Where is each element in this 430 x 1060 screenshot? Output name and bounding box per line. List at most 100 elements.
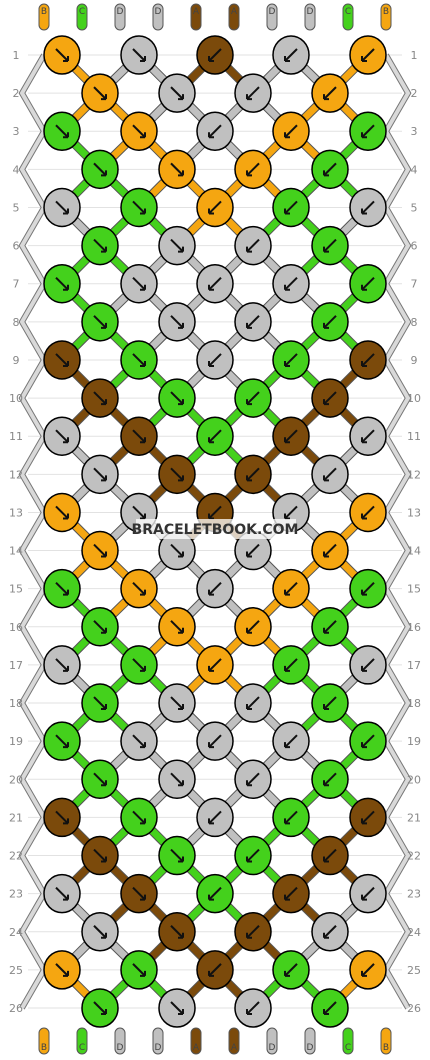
knot-arrow-icon: [323, 620, 337, 634]
knot-arrow-head: [178, 932, 184, 939]
knot-arrow-icon: [323, 543, 337, 558]
knot-arrow-icon: [132, 886, 146, 901]
knot-arrow-head: [178, 704, 184, 711]
knot-arrow-head: [284, 284, 290, 291]
knot-arrow-head: [208, 894, 214, 901]
knot-arrow-head: [246, 475, 252, 482]
knot-arrow-head: [101, 780, 107, 787]
knot-arrow-icon: [284, 886, 298, 901]
knot-arrow-head: [178, 246, 184, 253]
top-strand-end: [152, 3, 164, 31]
knot-arrow-icon: [93, 696, 107, 710]
knot-arrow-head: [140, 56, 146, 62]
knot-arrow-head: [284, 894, 290, 901]
bottom-strand-end: [380, 1027, 392, 1055]
top-strand-letter: D: [117, 7, 124, 17]
knot-arrow-icon: [132, 658, 146, 672]
knot-arrow-icon: [323, 391, 337, 405]
knot-arrow-icon: [284, 277, 298, 291]
knot-arrow-head: [178, 170, 184, 177]
row-number-right: 7: [411, 278, 418, 291]
knot-arrow-head: [140, 818, 146, 825]
knot-arrow-head: [361, 437, 367, 444]
knot-arrow-icon: [55, 810, 69, 825]
knot-arrow-head: [361, 818, 367, 825]
knot-arrow-head: [284, 56, 290, 62]
knot-arrow-head: [101, 246, 107, 253]
row-number-left: 20: [9, 773, 23, 786]
bottom-strand-end: [38, 1027, 50, 1055]
knot-arrow-head: [101, 170, 107, 177]
knot-arrow-icon: [93, 620, 107, 634]
knot-arrow-head: [208, 284, 214, 291]
knot-arrow-icon: [361, 581, 375, 596]
knot-arrow-icon: [170, 696, 184, 710]
knot-arrow-icon: [323, 86, 337, 100]
row-number-right: 2: [411, 87, 418, 100]
knot-arrow-head: [63, 742, 69, 749]
knot-arrow-head: [246, 627, 252, 634]
knot-arrow-icon: [361, 505, 375, 520]
top-strand-end: [190, 3, 202, 31]
row-number-right: 15: [407, 583, 421, 596]
knot-arrow-head: [101, 704, 107, 711]
knot-arrow-icon: [284, 429, 298, 443]
row-number-right: 1: [411, 49, 418, 62]
row-number-right: 19: [407, 735, 421, 748]
knot-arrow-icon: [246, 238, 260, 253]
knot-arrow-head: [178, 856, 184, 863]
row-number-right: 20: [407, 773, 421, 786]
knot-arrow-icon: [55, 429, 69, 443]
right-edge-thread-fill: [383, 54, 411, 1009]
knot-arrow-head: [323, 932, 329, 939]
knot-arrow-head: [246, 856, 252, 863]
knot-arrow-head: [361, 894, 367, 901]
top-strand-end: [380, 3, 392, 31]
knot-arrow-head: [246, 246, 252, 253]
knot-arrow-head: [101, 627, 107, 634]
knot-arrow-head: [284, 589, 290, 596]
row-number-left: 8: [13, 316, 20, 329]
knot-arrow-head: [63, 513, 69, 520]
knot-arrow-head: [63, 208, 69, 215]
knot-arrow-icon: [361, 429, 375, 443]
row-number-left: 4: [13, 163, 20, 176]
left-edge-thread-fill: [19, 54, 47, 1009]
knot-arrow-icon: [170, 162, 184, 177]
knot-arrow-icon: [284, 581, 298, 596]
knot-arrow-icon: [246, 772, 260, 786]
row-number-right: 10: [407, 392, 421, 405]
knot-arrow-head: [323, 704, 329, 711]
bottom-strand-end: [152, 1027, 164, 1055]
top-strand-end: [76, 3, 88, 31]
knot-arrow-head: [63, 589, 69, 596]
knot-arrow-icon: [132, 200, 146, 215]
knot-arrow-head: [208, 437, 214, 444]
knot-arrow-head: [323, 856, 329, 863]
knot-arrow-icon: [246, 86, 260, 100]
watermark-backdrop: [136, 519, 296, 539]
row-number-right: 3: [411, 125, 418, 138]
knot-arrow-head: [63, 970, 69, 977]
knot-arrow-icon: [284, 200, 298, 215]
knot-arrow-icon: [361, 124, 375, 138]
knot-arrow-head: [246, 170, 252, 177]
knot-arrow-icon: [284, 124, 298, 138]
bottom-strand-end: [266, 1027, 278, 1055]
knot-arrow-head: [63, 665, 69, 672]
row-number-left: 1: [13, 49, 20, 62]
knot-arrow-icon: [208, 505, 222, 520]
knot-arrow-icon: [323, 315, 337, 329]
watermark: BRACELETBOOK.COM: [132, 522, 299, 538]
row-number-right: 11: [407, 430, 421, 443]
row-number-right: 23: [407, 888, 421, 901]
row-number-right: 21: [407, 811, 421, 824]
knot-arrow-head: [101, 551, 107, 558]
knot-arrow-head: [140, 208, 146, 215]
knot-arrow-head: [323, 780, 329, 787]
knot-arrow-icon: [170, 391, 184, 405]
row-number-right: 16: [407, 621, 421, 634]
top-strand-letter: B: [41, 7, 47, 17]
bottom-strand-letter: D: [155, 1043, 162, 1053]
knot-arrow-icon: [284, 48, 298, 62]
